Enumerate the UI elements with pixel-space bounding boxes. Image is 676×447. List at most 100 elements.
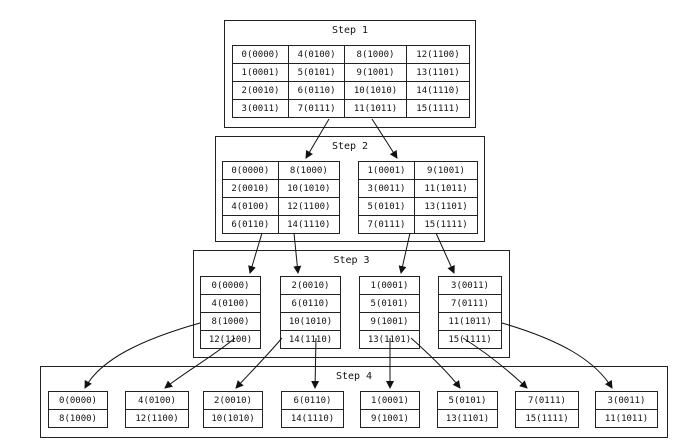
node-row: 9(1001) xyxy=(360,409,420,428)
node-step4-8: 3(0011)11(1011) xyxy=(595,391,658,428)
node-row: 1(0001) xyxy=(359,276,420,295)
node-row: 8(1000) xyxy=(48,409,108,428)
node-cell: 5(0101) xyxy=(437,391,498,410)
node-cell: 7(0111) xyxy=(438,294,502,313)
node-cell: 0(0000) xyxy=(200,276,261,295)
node-step1-1: 0(0000)4(0100)8(1000)12(1100)1(0001)5(01… xyxy=(231,45,471,118)
node-row: 4(0100) xyxy=(200,294,261,313)
node-row: 1(0001)9(1001) xyxy=(358,161,479,180)
node-row: 14(1110) xyxy=(280,330,341,349)
node-cell: 14(1110) xyxy=(405,81,471,100)
node-cell: 8(1000) xyxy=(48,409,108,428)
node-cell: 8(1000) xyxy=(344,45,407,64)
node-cell: 7(0111) xyxy=(358,215,415,234)
node-row: 2(0010) xyxy=(203,391,263,410)
node-row: 1(0001)5(0101)9(1001)13(1101) xyxy=(231,63,471,82)
node-row: 0(0000)8(1000) xyxy=(222,161,341,180)
node-row: 7(0111) xyxy=(438,294,502,313)
node-row: 2(0010)6(0110)10(1010)14(1110) xyxy=(231,81,471,100)
node-row: 7(0111) xyxy=(515,391,579,410)
node-cell: 4(0100) xyxy=(222,197,279,216)
node-cell: 1(0001) xyxy=(358,161,415,180)
node-row: 14(1110) xyxy=(281,409,344,428)
node-row: 11(1011) xyxy=(438,312,502,331)
node-row: 13(1101) xyxy=(359,330,420,349)
node-cell: 14(1110) xyxy=(281,409,344,428)
node-cell: 4(0100) xyxy=(200,294,261,313)
node-cell: 8(1000) xyxy=(277,161,341,180)
node-row: 9(1001) xyxy=(359,312,420,331)
node-cell: 15(1111) xyxy=(413,215,479,234)
node-cell: 9(1001) xyxy=(359,312,420,331)
node-cell: 10(1010) xyxy=(277,179,341,198)
node-cell: 3(0011) xyxy=(438,276,502,295)
node-cell: 13(1101) xyxy=(359,330,420,349)
node-row: 6(0110)14(1110) xyxy=(222,215,341,234)
node-cell: 1(0001) xyxy=(231,63,290,82)
cluster-title: Step 1 xyxy=(331,25,369,36)
node-cell: 6(0110) xyxy=(288,81,346,100)
node-cell: 0(0000) xyxy=(231,45,290,64)
node-cell: 2(0010) xyxy=(231,81,290,100)
node-row: 3(0011)11(1011) xyxy=(358,179,479,198)
node-cell: 1(0001) xyxy=(359,276,420,295)
node-step3-4: 3(0011)7(0111)11(1011)15(1111) xyxy=(438,276,502,349)
node-cell: 6(0110) xyxy=(280,294,341,313)
node-cell: 6(0110) xyxy=(222,215,279,234)
node-row: 11(1011) xyxy=(595,409,658,428)
node-cell: 15(1111) xyxy=(438,330,502,349)
cluster-title: Step 4 xyxy=(335,371,373,382)
node-row: 5(0101) xyxy=(437,391,498,410)
node-cell: 12(1100) xyxy=(200,330,261,349)
node-step3-1: 0(0000)4(0100)8(1000)12(1100) xyxy=(200,276,261,349)
node-row: 10(1010) xyxy=(203,409,263,428)
node-row: 3(0011)7(0111)11(1011)15(1111) xyxy=(231,99,471,118)
node-step4-5: 1(0001)9(1001) xyxy=(360,391,420,428)
node-row: 10(1010) xyxy=(280,312,341,331)
node-step4-3: 2(0010)10(1010) xyxy=(203,391,263,428)
node-cell: 10(1010) xyxy=(344,81,407,100)
node-cell: 7(0111) xyxy=(288,99,346,118)
cluster-title: Step 3 xyxy=(333,255,370,266)
node-cell: 0(0000) xyxy=(222,161,279,180)
node-row: 2(0010) xyxy=(280,276,341,295)
node-row: 3(0011) xyxy=(438,276,502,295)
node-cell: 13(1101) xyxy=(405,63,471,82)
node-cell: 7(0111) xyxy=(515,391,579,410)
node-row: 1(0001) xyxy=(360,391,420,410)
node-row: 8(1000) xyxy=(200,312,261,331)
node-step4-6: 5(0101)13(1101) xyxy=(437,391,498,428)
node-step2-1: 0(0000)8(1000)2(0010)10(1010)4(0100)12(1… xyxy=(222,161,341,234)
node-row: 13(1101) xyxy=(437,409,498,428)
node-cell: 4(0100) xyxy=(288,45,346,64)
node-cell: 6(0110) xyxy=(281,391,344,410)
node-cell: 9(1001) xyxy=(360,409,420,428)
node-cell: 14(1110) xyxy=(280,330,341,349)
node-cell: 11(1011) xyxy=(438,312,502,331)
node-cell: 5(0101) xyxy=(358,197,415,216)
node-cell: 3(0011) xyxy=(231,99,290,118)
node-cell: 2(0010) xyxy=(222,179,279,198)
node-cell: 12(1100) xyxy=(405,45,471,64)
node-cell: 12(1100) xyxy=(125,409,189,428)
node-step4-7: 7(0111)15(1111) xyxy=(515,391,579,428)
node-cell: 2(0010) xyxy=(203,391,263,410)
node-step2-2: 1(0001)9(1001)3(0011)11(1011)5(0101)13(1… xyxy=(358,161,479,234)
node-row: 7(0111)15(1111) xyxy=(358,215,479,234)
node-cell: 11(1011) xyxy=(344,99,407,118)
node-cell: 9(1001) xyxy=(413,161,479,180)
node-cell: 4(0100) xyxy=(125,391,189,410)
node-row: 4(0100)12(1100) xyxy=(222,197,341,216)
node-step4-4: 6(0110)14(1110) xyxy=(281,391,344,428)
node-cell: 3(0011) xyxy=(358,179,415,198)
node-cell: 12(1100) xyxy=(277,197,341,216)
node-row: 12(1100) xyxy=(125,409,189,428)
node-cell: 15(1111) xyxy=(405,99,471,118)
node-row: 0(0000)4(0100)8(1000)12(1100) xyxy=(231,45,471,64)
node-cell: 2(0010) xyxy=(280,276,341,295)
node-cell: 13(1101) xyxy=(437,409,498,428)
node-cell: 8(1000) xyxy=(200,312,261,331)
node-cell: 13(1101) xyxy=(413,197,479,216)
node-row: 6(0110) xyxy=(280,294,341,313)
